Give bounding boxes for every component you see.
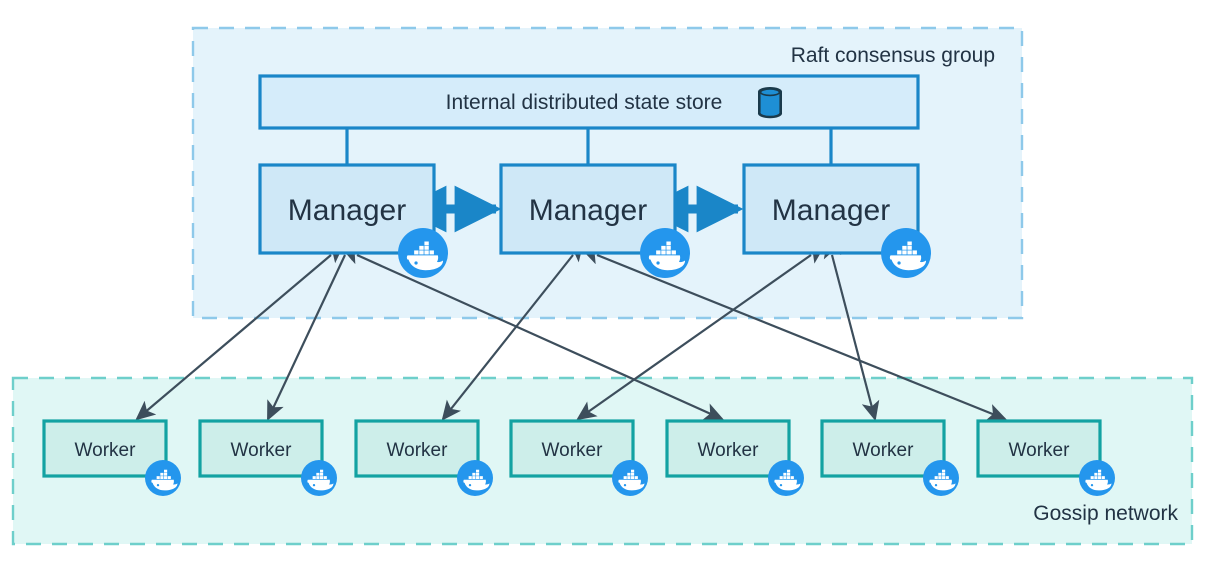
manager-label: Manager <box>288 194 406 227</box>
worker-node-1[interactable]: Worker <box>42 419 181 496</box>
worker-label: Worker <box>1009 440 1071 461</box>
worker-box[interactable] <box>198 419 324 478</box>
node-link <box>267 239 353 421</box>
docker-icon <box>457 460 493 496</box>
manager-node-2[interactable]: Manager <box>499 163 690 278</box>
internal-state-store-node[interactable]: Internal distributed state store <box>258 74 920 130</box>
worker-box[interactable] <box>509 419 635 478</box>
worker-node-6[interactable]: Worker <box>820 419 959 496</box>
docker-icon <box>881 228 931 278</box>
manager-node-1[interactable]: Manager <box>258 163 448 278</box>
manager-label: Manager <box>772 194 890 227</box>
node-link <box>823 237 880 422</box>
manager-label: Manager <box>529 194 647 227</box>
worker-node-7[interactable]: Worker <box>976 419 1115 496</box>
database-icon <box>757 86 783 119</box>
manager-node-3[interactable]: Manager <box>742 163 931 278</box>
node-link <box>441 241 584 421</box>
docker-icon <box>640 228 690 278</box>
worker-box[interactable] <box>976 419 1102 478</box>
store-manager-connectors <box>345 128 833 165</box>
raft-group-label: Raft consensus group <box>791 44 995 67</box>
state-store-label: Internal distributed state store <box>446 91 723 114</box>
worker-node-2[interactable]: Worker <box>198 419 337 496</box>
worker-label: Worker <box>542 440 604 461</box>
worker-label: Worker <box>231 440 293 461</box>
worker-node-5[interactable]: Worker <box>665 419 804 496</box>
docker-icon <box>145 460 181 496</box>
worker-box[interactable] <box>42 419 168 478</box>
worker-node-3[interactable]: Worker <box>354 419 493 496</box>
manager-worker-links <box>135 237 1008 422</box>
worker-label: Worker <box>387 440 449 461</box>
state-store-box[interactable] <box>258 74 920 130</box>
worker-box[interactable] <box>354 419 480 478</box>
worker-label: Worker <box>75 440 137 461</box>
worker-node-4[interactable]: Worker <box>509 419 648 496</box>
worker-box[interactable] <box>820 419 946 478</box>
docker-icon <box>612 460 648 496</box>
worker-label: Worker <box>698 440 760 461</box>
docker-icon <box>301 460 337 496</box>
gossip-group-label: Gossip network <box>1033 502 1178 525</box>
worker-label: Worker <box>853 440 915 461</box>
worker-box[interactable] <box>665 419 791 478</box>
docker-icon <box>923 460 959 496</box>
docker-icon <box>1079 460 1115 496</box>
node-link <box>576 244 826 421</box>
docker-icon <box>768 460 804 496</box>
docker-icon <box>398 228 448 278</box>
